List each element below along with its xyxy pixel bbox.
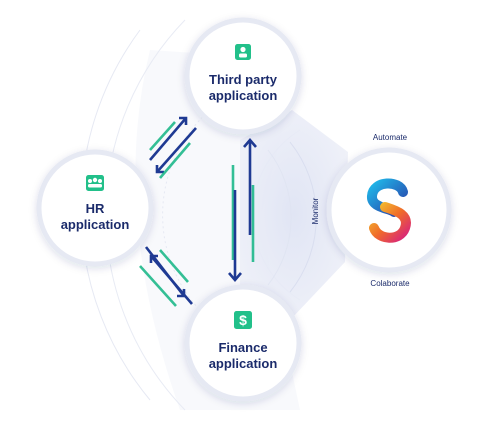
arrow-third-party-finance bbox=[228, 138, 257, 282]
svg-text:$: $ bbox=[239, 312, 247, 328]
finance-subtitle: application bbox=[209, 356, 278, 371]
third-party-title: Third party bbox=[209, 72, 278, 87]
colaborate-label: Colaborate bbox=[370, 279, 410, 288]
people-group-icon bbox=[86, 175, 104, 191]
s-logo bbox=[367, 178, 411, 243]
hr-node[interactable]: HR application bbox=[36, 149, 154, 267]
third-party-node[interactable]: Third party application bbox=[184, 17, 302, 135]
finance-node[interactable]: $ Finance application bbox=[184, 284, 302, 402]
automate-label: Automate bbox=[373, 133, 408, 142]
hr-subtitle: application bbox=[61, 217, 130, 232]
hub-node[interactable] bbox=[326, 147, 452, 273]
dollar-icon: $ bbox=[234, 311, 252, 329]
hr-title: HR bbox=[86, 201, 105, 216]
person-icon bbox=[235, 44, 251, 60]
monitor-label: Monitor bbox=[311, 197, 320, 224]
arrow-hr-finance bbox=[139, 246, 193, 307]
finance-title: Finance bbox=[218, 340, 267, 355]
third-party-subtitle: application bbox=[209, 88, 278, 103]
arrow-hr-third-party bbox=[149, 116, 197, 179]
hub-cone bbox=[240, 110, 348, 318]
